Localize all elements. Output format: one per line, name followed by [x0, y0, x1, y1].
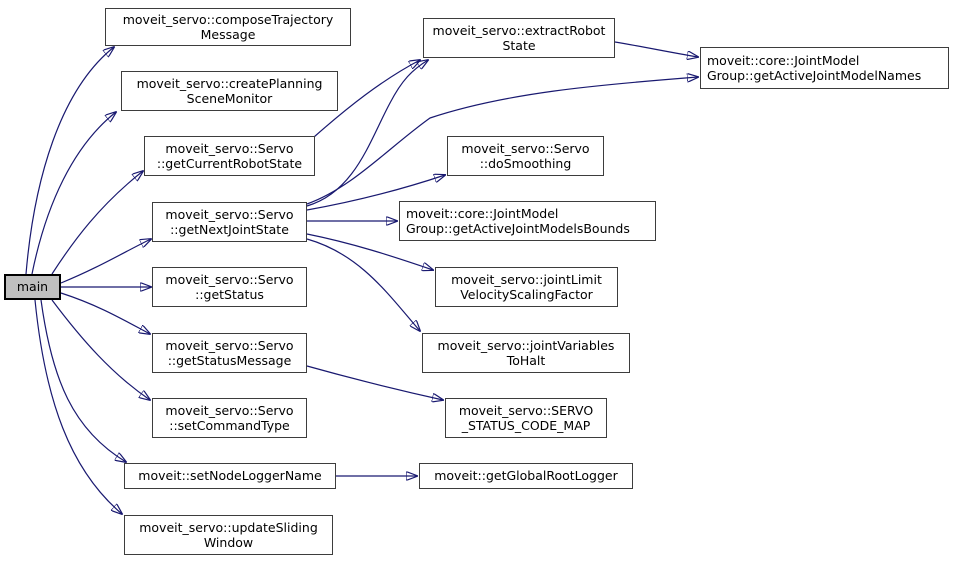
node-get-status-message[interactable]: moveit_servo::Servo ::getStatusMessage — [152, 333, 307, 373]
edge-main-getStatusMessage — [60, 292, 150, 334]
node-get-active-joint-model-names[interactable]: moveit::core::JointModel Group::getActiv… — [700, 47, 949, 89]
edge-getNextJointState-jointLimitVelocityScalingFactor — [306, 233, 433, 270]
node-set-node-logger-name[interactable]: moveit::setNodeLoggerName — [124, 463, 336, 489]
node-servo-status-code-map[interactable]: moveit_servo::SERVO _STATUS_CODE_MAP — [445, 398, 607, 438]
edge-main-setCommandType — [51, 299, 150, 400]
edge-main-getCurrentRobotState — [51, 171, 143, 275]
node-get-status[interactable]: moveit_servo::Servo ::getStatus — [152, 267, 307, 307]
edge-getNextJointState-doSmoothing — [306, 175, 445, 211]
edge-getCurrentRobotState-extractRobotState — [313, 60, 420, 138]
node-extract-robot-state[interactable]: moveit_servo::extractRobot State — [423, 18, 615, 58]
edge-main-createPlanningSceneMonitor — [31, 112, 116, 275]
edge-getStatusMessage-servoStatusCodeMap — [306, 365, 443, 400]
node-main-label: main — [16, 279, 49, 295]
edge-main-updateSlidingWindow — [34, 299, 122, 514]
node-create-planning-scene-monitor[interactable]: moveit_servo::createPlanning SceneMonito… — [121, 71, 338, 111]
node-get-next-joint-state[interactable]: moveit_servo::Servo ::getNextJointState — [152, 202, 307, 242]
node-joint-limit-velocity-scaling-factor[interactable]: moveit_servo::jointLimit VelocityScaling… — [435, 267, 618, 307]
node-joint-variables-to-halt[interactable]: moveit_servo::jointVariables ToHalt — [422, 333, 630, 373]
node-compose-trajectory-message[interactable]: moveit_servo::composeTrajectory Message — [105, 8, 351, 46]
node-get-active-joint-models-bounds[interactable]: moveit::core::JointModel Group::getActiv… — [399, 201, 656, 241]
node-get-global-root-logger[interactable]: moveit::getGlobalRootLogger — [419, 463, 633, 489]
node-do-smoothing[interactable]: moveit_servo::Servo ::doSmoothing — [447, 136, 604, 176]
edge-main-setNodeLoggerName — [40, 299, 126, 462]
node-set-command-type[interactable]: moveit_servo::Servo ::setCommandType — [152, 398, 307, 438]
node-main: main — [4, 274, 61, 300]
edge-getNextJointState-getActiveJointModelNames — [306, 77, 698, 205]
edge-main-getNextJointState — [60, 239, 151, 284]
node-get-current-robot-state[interactable]: moveit_servo::Servo ::getCurrentRobotSta… — [144, 136, 315, 176]
edge-getNextJointState-jointVariablesToHalt — [306, 238, 420, 331]
edge-main-composeTrajectoryMessage — [25, 47, 114, 275]
node-update-sliding-window[interactable]: moveit_servo::updateSliding Window — [124, 515, 333, 555]
edge-extractRobotState-getActiveJointModelNames — [614, 41, 698, 57]
